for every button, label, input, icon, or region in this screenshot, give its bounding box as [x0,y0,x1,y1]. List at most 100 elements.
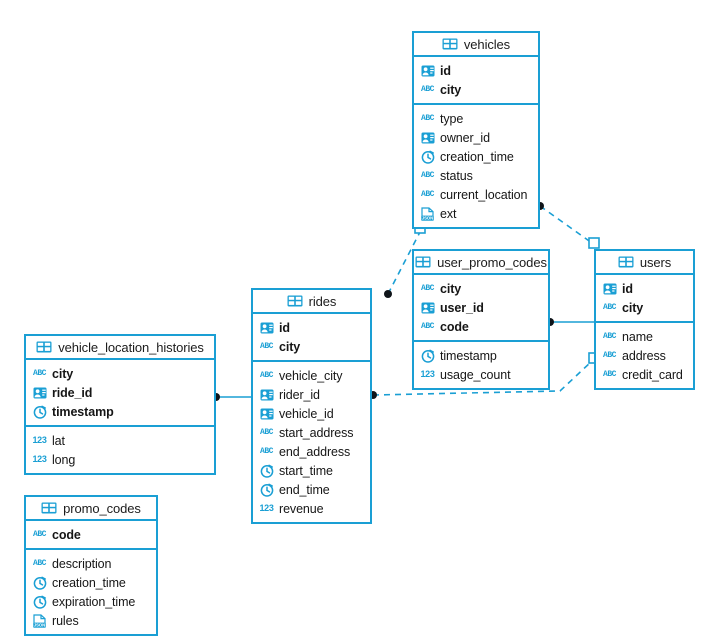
field-label: start_time [279,463,333,478]
key-field-vehicles-id[interactable]: id [414,61,538,80]
field-label: city [279,339,301,354]
abc-string-icon: ABC [603,331,616,341]
abc-string-icon: ABC [421,283,434,293]
table-icon [415,256,431,268]
entity-header-vehicle_location_histories[interactable]: vehicle_location_histories [26,336,214,360]
id-card-icon [259,321,274,335]
field-promo_codes-creation_time[interactable]: creation_time [26,573,156,592]
field-label: lat [52,433,65,448]
entity-header-user_promo_codes[interactable]: user_promo_codes [414,251,548,275]
field-label: rules [52,613,79,628]
field-label: city [440,82,462,97]
field-rides-rider_id[interactable]: rider_id [253,385,370,404]
field-vehicles-owner_id[interactable]: owner_id [414,128,538,147]
key-field-rides-city[interactable]: ABC city [253,337,370,356]
field-vehicles-creation_time[interactable]: creation_time [414,147,538,166]
entity-title: vehicles [463,36,511,52]
abc-string-icon: ABC [421,84,434,94]
key-field-vehicle_location_histories-timestamp[interactable]: timestamp [26,402,214,421]
abc-string-icon: ABC [421,321,434,331]
clock-icon [420,349,435,363]
field-rides-end_time[interactable]: end_time [253,480,370,499]
entity-header-rides[interactable]: rides [253,290,370,314]
abc-string-icon: ABC [260,341,273,351]
relationship-vehicles-to-users[interactable] [536,202,600,249]
key-field-vehicle_location_histories-ride_id[interactable]: ride_id [26,383,214,402]
abc-string-icon: ABC [33,368,46,378]
field-label: description [52,556,112,571]
field-rides-start_time[interactable]: start_time [253,461,370,480]
clock-icon [420,150,435,164]
relationship-line [539,205,593,244]
field-label: credit_card [622,367,683,382]
entity-header-promo_codes[interactable]: promo_codes [26,497,156,521]
key-field-user_promo_codes-code[interactable]: ABC code [414,317,548,336]
field-promo_codes-expiration_time[interactable]: expiration_time [26,592,156,611]
key-field-user_promo_codes-user_id[interactable]: user_id [414,298,548,317]
123-number-icon: 123 [420,369,435,379]
abc-string-icon: ABC [421,170,434,180]
id-card-icon [602,282,617,296]
field-promo_codes-rules[interactable]: JSON rules [26,611,156,630]
key-field-users-id[interactable]: id [596,279,693,298]
entity-header-users[interactable]: users [596,251,693,275]
field-rides-vehicle_id[interactable]: vehicle_id [253,404,370,423]
json-document-icon: JSON [32,613,47,628]
field-label: code [440,319,469,334]
entity-title: user_promo_codes [437,254,547,270]
field-vehicles-ext[interactable]: JSON ext [414,204,538,223]
table-icon [41,502,57,514]
field-label: start_address [279,425,354,440]
relationship-user_promo_codes-to-users[interactable] [546,318,594,326]
table-icon [618,256,634,268]
field-user_promo_codes-timestamp[interactable]: timestamp [414,346,548,365]
table-icon [442,38,458,50]
field-label: ext [440,206,457,221]
json-document-icon: JSON [420,206,435,221]
field-label: city [622,300,644,315]
svg-text:JSON: JSON [422,215,433,220]
key-field-vehicle_location_histories-city[interactable]: ABC city [26,364,214,383]
relationship-vehicle_location_histories-to-rides[interactable] [212,393,251,401]
field-label: city [52,366,74,381]
entity-header-vehicles[interactable]: vehicles [414,33,538,57]
entity-title: vehicle_location_histories [58,339,204,355]
entity-title: rides [308,293,337,309]
abc-string-icon: ABC [260,446,273,456]
key-field-vehicles-city[interactable]: ABC city [414,80,538,99]
key-field-rides-id[interactable]: id [253,318,370,337]
field-label: revenue [279,501,324,516]
